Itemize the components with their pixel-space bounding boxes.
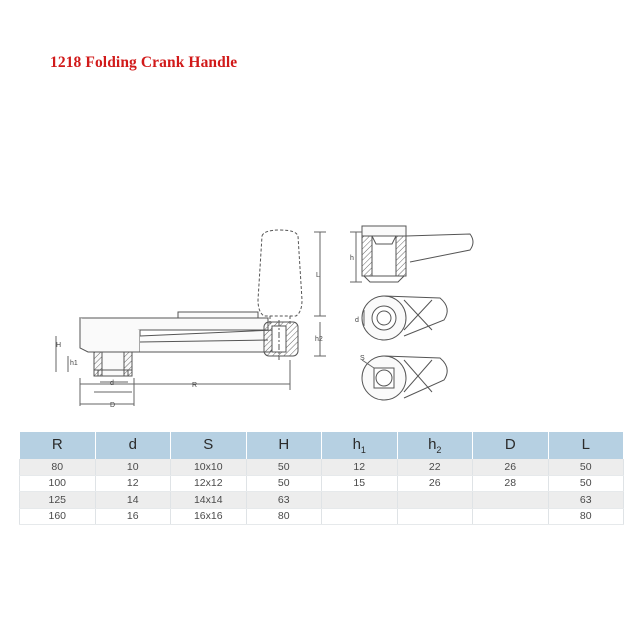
table-cell	[321, 491, 398, 509]
table-cell: 160	[19, 508, 96, 525]
table-header-row: R d S H h1 h2 D L	[19, 432, 624, 459]
table-cell: 50	[245, 459, 322, 476]
label-h2: h2	[315, 336, 323, 343]
label-L: L	[316, 272, 320, 279]
label-h1: h1	[70, 360, 78, 367]
column-header-h1: h1	[321, 432, 398, 459]
table-cell: 63	[245, 491, 322, 509]
table-cell: 50	[547, 459, 624, 476]
column-header-S: S	[170, 432, 247, 459]
label-H: H	[56, 342, 61, 349]
table-cell: 22	[396, 459, 473, 476]
table-cell: 26	[396, 475, 473, 492]
table-cell: 80	[547, 508, 624, 525]
table-row: 100 12 12x12 50 15 26 28 50	[19, 475, 624, 492]
table-cell	[396, 508, 473, 525]
round-bore-view	[361, 295, 448, 341]
hub-section-view	[350, 225, 474, 283]
table-cell: 26	[472, 459, 549, 476]
table-cell: 50	[547, 475, 624, 492]
table-cell	[472, 491, 549, 509]
table-cell	[321, 508, 398, 525]
specification-table: R d S H h1 h2 D L 80 10 10x10 50 12 22 2…	[19, 432, 624, 525]
table-cell: 15	[321, 475, 398, 492]
column-header-d: d	[94, 432, 171, 459]
table-cell: 63	[547, 491, 624, 509]
table-cell	[472, 508, 549, 525]
table-cell: 80	[245, 508, 322, 525]
table-cell: 100	[19, 475, 96, 492]
label-D: D	[110, 402, 115, 409]
column-header-L: L	[547, 432, 624, 459]
table-cell: 125	[19, 491, 96, 509]
table-cell: 12x12	[170, 475, 247, 492]
column-header-H: H	[245, 432, 322, 459]
table-cell: 10	[94, 459, 171, 476]
column-header-h2: h2	[396, 432, 473, 459]
square-bore-view	[361, 355, 448, 401]
column-header-R: R	[19, 432, 96, 459]
crank-side-view	[55, 229, 326, 406]
table-row: 80 10 10x10 50 12 22 26 50	[19, 459, 624, 476]
table-cell: 28	[472, 475, 549, 492]
table-cell: 10x10	[170, 459, 247, 476]
label-d: d	[110, 380, 114, 387]
table-cell: 16x16	[170, 508, 247, 525]
table-row: 160 16 16x16 80 80	[19, 508, 624, 525]
table-cell: 14	[94, 491, 171, 509]
table-cell: 12	[321, 459, 398, 476]
label-d-side: d	[355, 317, 359, 324]
table-row: 125 14 14x14 63 63	[19, 491, 624, 509]
table-cell: 12	[94, 475, 171, 492]
table-cell: 80	[19, 459, 96, 476]
table-cell: 50	[245, 475, 322, 492]
page-title: 1218 Folding Crank Handle	[50, 54, 238, 71]
column-header-D: D	[472, 432, 549, 459]
label-S: S	[360, 355, 365, 362]
table-cell: 16	[94, 508, 171, 525]
table-cell: 14x14	[170, 491, 247, 509]
label-h: h	[350, 255, 354, 262]
table-cell	[396, 491, 473, 509]
label-R: R	[192, 382, 197, 389]
